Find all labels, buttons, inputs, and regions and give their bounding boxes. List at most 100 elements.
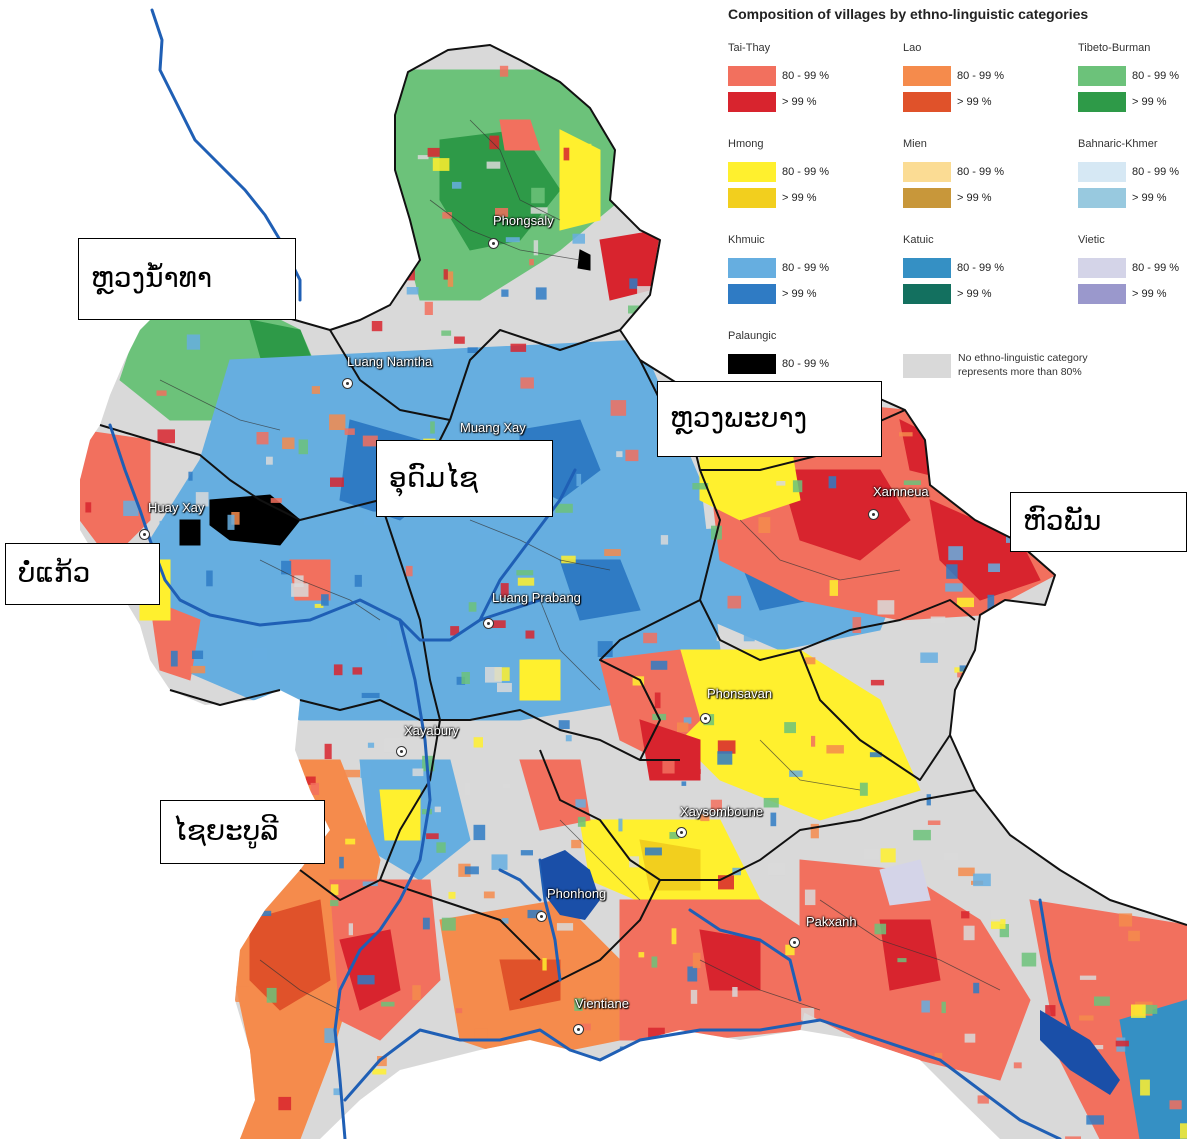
village-speck [699,200,715,215]
legend-swatch-tai-thay-full [728,92,776,112]
legend-swatch-vietic-high [1078,258,1126,278]
village-speck [415,157,424,167]
village-speck [877,600,895,615]
village-speck [367,914,380,930]
village-speck [977,1095,989,1104]
village-speck [1137,757,1153,767]
village-speck [182,761,194,769]
village-speck [1030,812,1044,827]
village-speck [921,1000,930,1013]
village-speck [687,966,698,982]
village-speck [575,799,586,808]
village-speck [753,1087,766,1099]
village-speck [113,191,119,204]
village-speck [314,603,324,608]
village-speck [939,990,949,999]
village-speck [700,814,710,822]
village-speck [1066,410,1082,415]
village-speck [83,1026,90,1042]
village-speck [238,344,254,352]
legend-swatch-mien-high [903,162,951,182]
legend-range-label: > 99 % [782,288,817,300]
village-speck [1105,382,1112,399]
village-speck [558,720,570,729]
village-speck [450,626,460,636]
village-speck [1028,282,1043,296]
village-speck [732,987,738,997]
village-speck [432,158,450,171]
village-speck [671,928,677,945]
village-speck [352,667,363,675]
legend-category-katuic: Katuic [903,234,934,246]
legend-category-mien: Mien [903,138,927,150]
village-speck [433,271,445,283]
village-speck [632,676,645,686]
village-speck [206,570,213,587]
village-speck [677,722,689,733]
village-speck [1154,725,1170,741]
village-speck [616,451,623,458]
village-speck [206,168,213,182]
village-speck [501,289,509,297]
village-speck [563,147,570,161]
village-speck [1029,379,1040,387]
city-label-phongsaly: Phongsaly [493,213,554,228]
village-speck [967,744,981,759]
city-label-huay-xay: Huay Xay [148,500,205,515]
village-speck [527,909,543,919]
village-speck [978,643,985,654]
village-speck [305,776,316,785]
village-speck [516,570,534,576]
village-speck [330,900,339,907]
village-speck [258,910,272,916]
village-speck [467,347,478,353]
village-speck [482,634,500,640]
village-speck [778,319,796,332]
city-label-vientiane: Vientiane [575,996,629,1011]
region-patch [519,759,591,831]
village-speck [227,1091,244,1096]
village-speck [1159,1000,1167,1005]
village-speck [1108,405,1124,412]
village-speck [170,650,178,667]
village-speck [869,752,882,758]
legend-swatch-tibeto-burman-high [1078,66,1126,86]
legend-range-label: 80 - 99 % [957,70,1005,82]
village-speck [618,818,623,832]
village-speck [863,1072,879,1080]
region-patch [209,494,301,546]
city-marker-icon [396,746,407,757]
village-speck [1092,708,1103,725]
village-speck [491,854,508,870]
village-speck [1128,930,1140,942]
legend-swatch-bahnaric-khmer-full [1078,188,1126,208]
rivers [108,8,1082,1139]
village-speck [186,1064,198,1073]
village-speck [1142,1004,1158,1014]
village-speck [501,918,509,924]
village-speck [386,631,392,647]
village-speck [981,777,994,786]
village-speck [1175,334,1187,342]
village-speck [278,1096,292,1111]
village-speck [990,909,1001,922]
village-speck [571,839,582,849]
legend-category-khmuic: Khmuic [728,234,765,246]
legend-range-label: > 99 % [957,288,992,300]
village-speck [324,743,332,760]
village-speck [964,1033,976,1043]
village-speck [517,626,529,632]
village-speck [117,1005,127,1018]
village-speck [377,1056,387,1067]
village-speck [961,673,977,690]
village-speck [370,132,375,141]
village-speck [565,735,572,742]
village-speck [717,751,733,765]
village-speck [284,209,302,223]
village-speck [735,1056,742,1070]
village-speck [330,884,339,896]
village-speck [510,343,527,352]
village-speck [991,919,1006,929]
village-speck [654,692,661,709]
village-speck [1163,365,1182,379]
